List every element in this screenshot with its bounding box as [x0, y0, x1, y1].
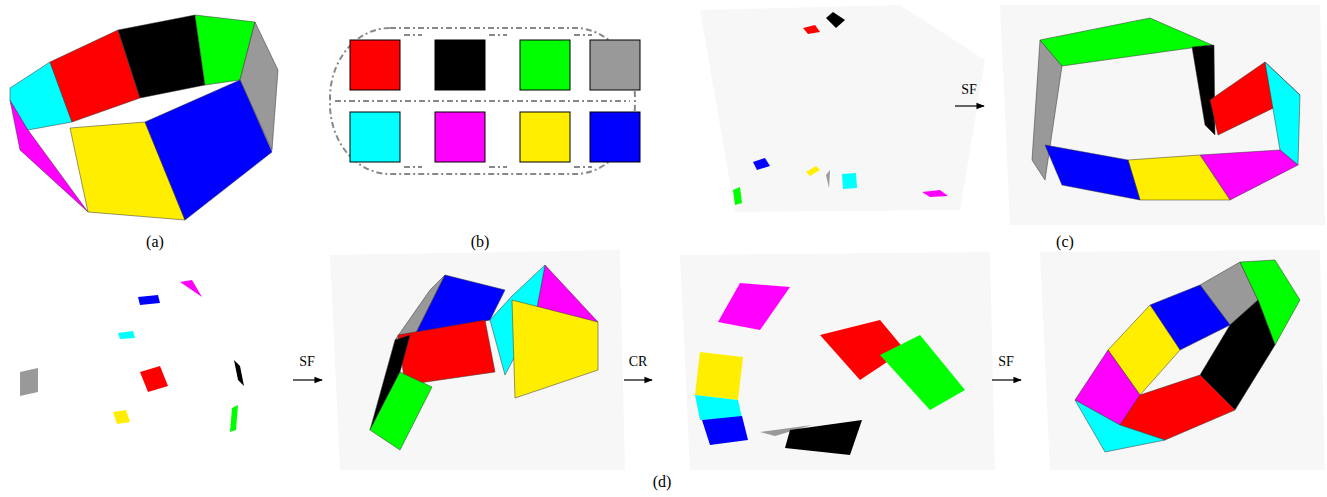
panel-label: (b): [471, 233, 490, 251]
step-label: SF: [961, 82, 977, 98]
panel-label: (c): [1056, 233, 1074, 251]
panel-label: (d): [653, 473, 672, 491]
step-label: CR: [629, 354, 648, 370]
step-label: SF: [299, 354, 315, 370]
panel-label: (a): [146, 233, 164, 251]
step-label: SF: [998, 354, 1014, 370]
